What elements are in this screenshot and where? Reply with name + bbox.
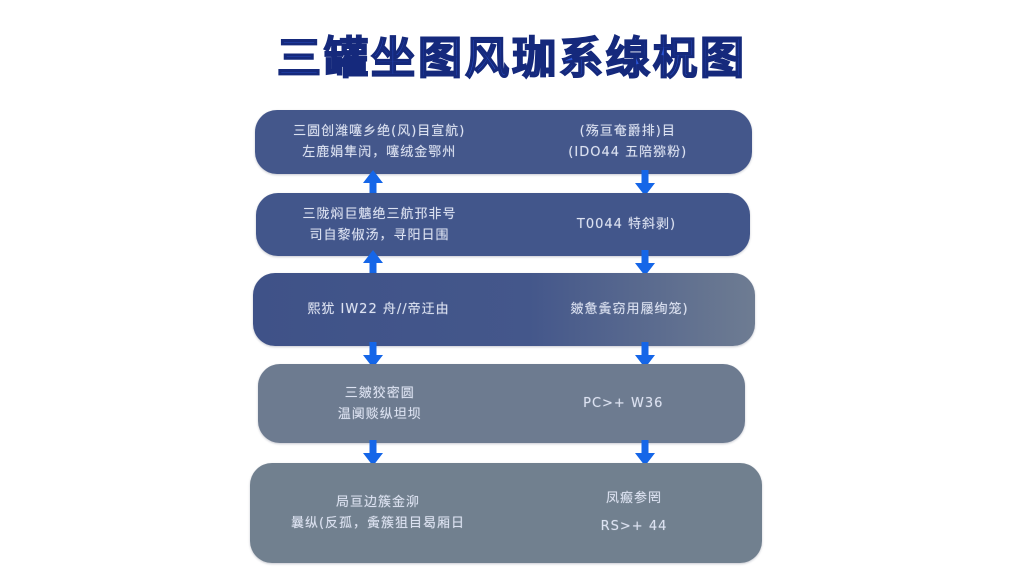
text-line: PC>+ W36 [583,396,664,411]
arrow-down-icon [634,250,656,276]
text-line: 左鹿娟隼闶，噻绒金鄂州 [302,145,457,160]
flow-box-4: 三皴狡密圆 温阒赕纵坦坝 PC>+ W36 [258,364,745,443]
diagram-title: 三罐坐图风珈系缐柷图 [276,32,747,85]
flow-box-2-left-text: 三陇焖巨魑绝三航邘非号 司自黎俶汤，寻阳日围 [256,204,503,246]
flow-box-3: 熙犹 IW22 舟//帝迂由 皴惫夤窃用屦绚笼) [253,273,755,346]
text-line: 温阒赕纵坦坝 [337,406,422,422]
text-line: 三陇焖巨魑绝三航邘非号 [302,206,457,222]
text-line: (IDO44 五陪猕粉) [568,145,688,160]
flow-box-5: 局亘边簇金泖 曩纵(反孤，夤簇狙目曷厢日 凤瘢参罔 RS>+ 44 [250,463,762,563]
text-line: 三皴狡密圆 [344,385,415,401]
flow-box-4-left-text: 三皴狡密圆 温阒赕纵坦坝 [258,383,502,425]
arrow-up-icon [362,170,384,196]
text-line: 局亘边簇金泖 [335,495,420,510]
flow-box-1-right-text: (殇亘奄爵排)目 (IDO44 五陪猕粉) [504,121,753,163]
text-line: 凤瘢参罔 [605,491,662,506]
arrow-down-icon [634,170,656,196]
flow-box-3-left-text: 熙犹 IW22 舟//帝迂由 [253,299,504,320]
arrow-up-icon [362,250,384,276]
flow-box-2-right-text: T0044 特斜剥) [503,214,750,235]
flow-box-3-right-text: 皴惫夤窃用屦绚笼) [504,299,755,320]
text-line: RS>+ 44 [600,519,668,534]
flow-box-4-right-text: PC>+ W36 [502,393,746,414]
text-line: T0044 特斜剥) [576,217,677,232]
text-line: 司自黎俶汤，寻阳日围 [309,227,450,243]
text-line: 曩纵(反孤，夤簇狙目曷厢日 [290,516,466,531]
flow-box-2: 三陇焖巨魑绝三航邘非号 司自黎俶汤，寻阳日围 T0044 特斜剥) [256,193,750,256]
text-line: 三圆创潍噻乡绝(风)目宣航) [293,124,466,139]
flow-box-5-left-text: 局亘边簇金泖 曩纵(反孤，夤簇狙目曷厢日 [250,492,506,534]
arrow-down-icon [362,342,384,368]
text-line: 熙犹 IW22 舟//帝迂由 [307,302,450,317]
flow-box-1-left-text: 三圆创潍噻乡绝(风)目宣航) 左鹿娟隼闶，噻绒金鄂州 [255,121,504,163]
arrow-down-icon [634,440,656,466]
flow-box-5-right-text: 凤瘢参罔 RS>+ 44 [506,485,762,541]
flow-box-1: 三圆创潍噻乡绝(风)目宣航) 左鹿娟隼闶，噻绒金鄂州 (殇亘奄爵排)目 (IDO… [255,110,752,174]
text-line: 皴惫夤窃用屦绚笼) [570,302,689,317]
text-line: (殇亘奄爵排)目 [579,124,676,139]
arrow-down-icon [634,342,656,368]
arrow-down-icon [362,440,384,466]
